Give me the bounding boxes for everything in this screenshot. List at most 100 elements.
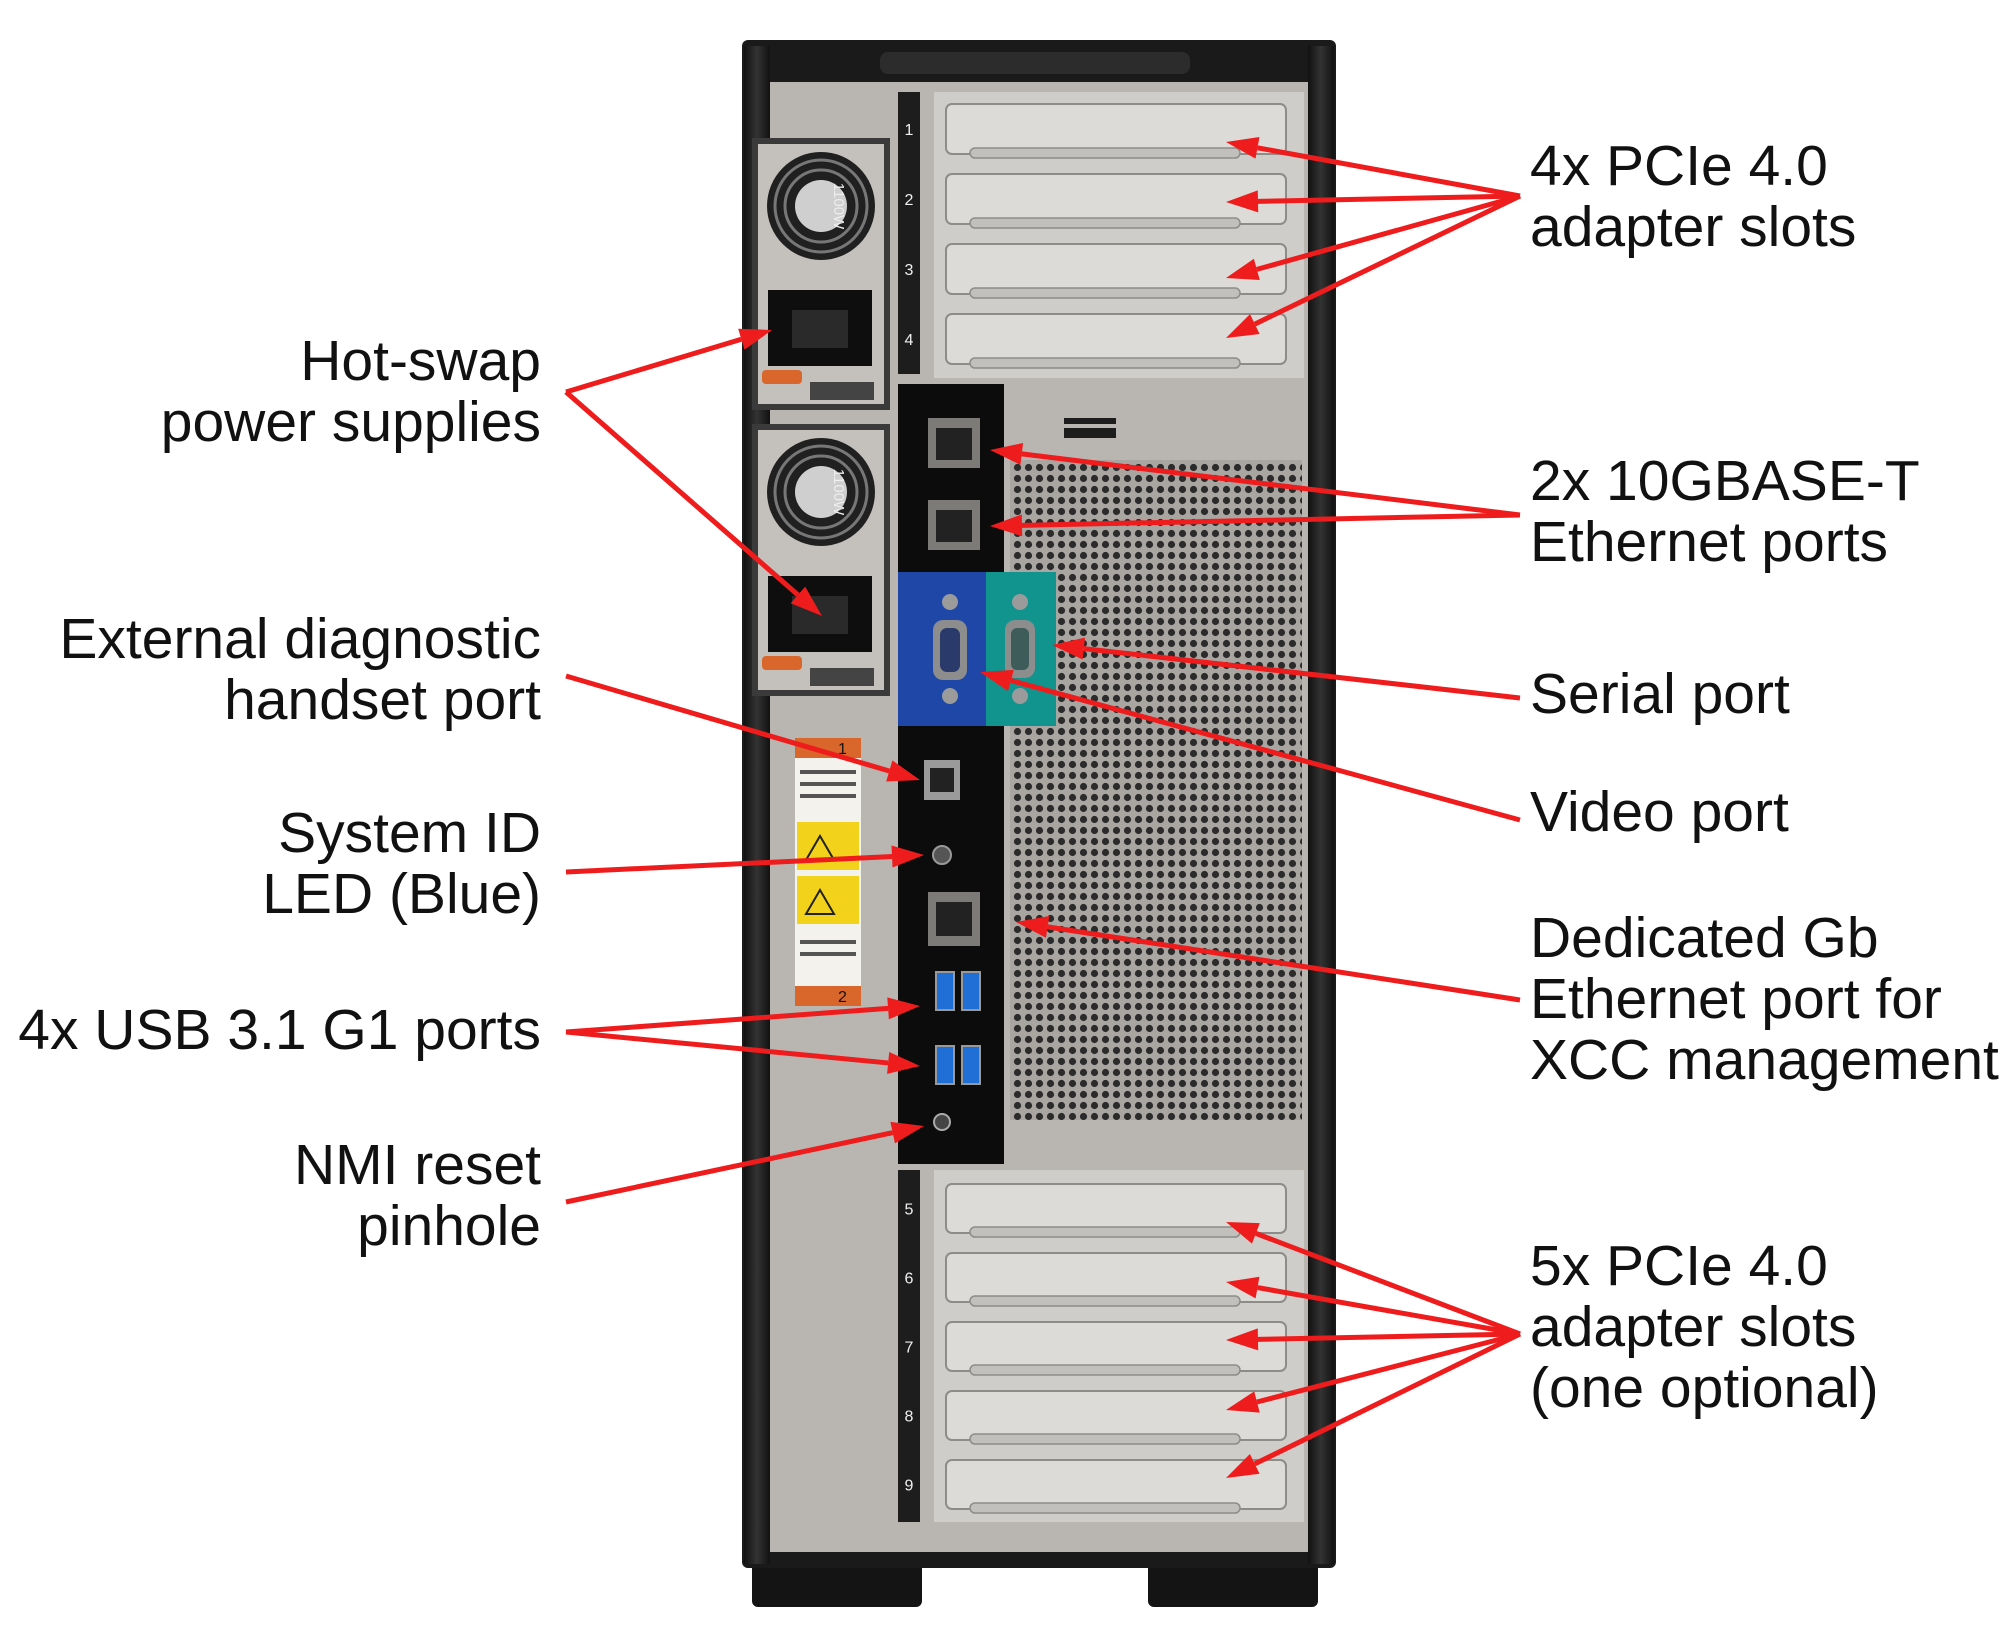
arrow-usb-2 bbox=[565, 1029, 920, 1074]
pcie-slot-1[interactable]: 1 bbox=[905, 103, 1287, 159]
arrow-serial bbox=[1052, 637, 1521, 701]
slot-number: 3 bbox=[905, 262, 914, 279]
arrow-pcie-bot-1 bbox=[1226, 1222, 1521, 1337]
label-usb-ports: 4x USB 3.1 G1 ports bbox=[18, 1000, 541, 1061]
label-line: Hot-swap bbox=[300, 329, 541, 393]
arrow-psu-2 bbox=[564, 390, 822, 616]
slot-number: 9 bbox=[905, 1478, 914, 1495]
vent-grille-top bbox=[1064, 428, 1116, 438]
ethernet-10g-port-1[interactable] bbox=[928, 418, 980, 468]
warning-sticker-2 bbox=[797, 876, 859, 924]
slot-number: 5 bbox=[905, 1202, 914, 1219]
label-pcie-slots-bottom: 5x PCIe 4.0 adapter slots (one optional) bbox=[1530, 1236, 1879, 1419]
slot-number: 2 bbox=[905, 192, 914, 209]
label-pcie-slots-top: 4x PCIe 4.0 adapter slots bbox=[1530, 136, 1856, 258]
usb-port-3[interactable] bbox=[935, 1045, 955, 1085]
arrow-pcie-top-3 bbox=[1226, 193, 1521, 280]
label-line: pinhole bbox=[357, 1194, 541, 1258]
io-module bbox=[898, 384, 1056, 1164]
slot-number: 4 bbox=[905, 332, 914, 349]
label-10gbase-t-ports: 2x 10GBASE-T Ethernet ports bbox=[1530, 451, 1920, 573]
foot-right bbox=[1148, 1562, 1318, 1607]
ethernet-10g-port-2[interactable] bbox=[928, 500, 980, 550]
arrow-pcie-bot-2 bbox=[1226, 1276, 1521, 1337]
label-line: adapter slots bbox=[1530, 195, 1857, 259]
system-id-led bbox=[932, 845, 952, 865]
arrow-system-id bbox=[565, 845, 924, 875]
psu-fan-1 bbox=[767, 152, 875, 260]
xcc-management-port[interactable] bbox=[928, 892, 980, 946]
label-line: Dedicated Gb bbox=[1530, 906, 1879, 970]
arrow-nmi bbox=[565, 1121, 924, 1205]
psu-release-latch-2[interactable] bbox=[762, 656, 802, 670]
serial-port[interactable] bbox=[986, 572, 1056, 726]
label-line: Ethernet ports bbox=[1530, 510, 1889, 574]
slot-number: 7 bbox=[905, 1340, 914, 1357]
top-handle bbox=[880, 52, 1190, 74]
label-external-diagnostic-handset-port: External diagnostic handset port bbox=[59, 609, 541, 731]
power-supply-2[interactable] bbox=[752, 424, 890, 696]
pcie-slot-3[interactable]: 3 bbox=[905, 243, 1287, 299]
arrow-diag-port bbox=[565, 673, 920, 782]
video-port[interactable] bbox=[898, 572, 986, 726]
pcie-slot-5[interactable]: 5 bbox=[905, 1183, 1287, 1238]
arrow-pcie-bot-5 bbox=[1226, 1331, 1522, 1478]
pcie-slot-9[interactable]: 9 bbox=[905, 1459, 1287, 1514]
arrow-pcie-top-1 bbox=[1226, 136, 1521, 199]
label-line: Video port bbox=[1530, 780, 1789, 844]
arrow-pcie-top-4 bbox=[1226, 193, 1522, 338]
label-line: (one optional) bbox=[1530, 1356, 1879, 1420]
pcie-slot-8[interactable]: 8 bbox=[905, 1390, 1287, 1445]
label-line: External diagnostic bbox=[59, 607, 541, 671]
label-line: LED (Blue) bbox=[262, 862, 541, 926]
psu-2-rating: 1100W bbox=[830, 469, 847, 516]
pcie-slot-2[interactable]: 2 bbox=[905, 173, 1287, 229]
diagnostic-handset-port[interactable] bbox=[924, 760, 960, 800]
arrow-xcc bbox=[1016, 916, 1521, 1003]
pcie-slot-7[interactable]: 7 bbox=[905, 1321, 1287, 1376]
label-line: 2x 10GBASE-T bbox=[1530, 449, 1920, 513]
label-line: Ethernet port for bbox=[1530, 967, 1942, 1031]
arrow-10g-1 bbox=[990, 442, 1521, 518]
label-line: power supplies bbox=[160, 390, 541, 454]
psu-1-rating: 1100W bbox=[830, 183, 847, 230]
pcie-slot-4[interactable]: 4 bbox=[905, 313, 1287, 369]
arrow-video bbox=[980, 669, 1521, 823]
label-xcc-management-port: Dedicated Gb Ethernet port for XCC manag… bbox=[1530, 908, 1999, 1091]
power-supply-1[interactable] bbox=[752, 138, 890, 410]
usb-port-4[interactable] bbox=[961, 1045, 981, 1085]
slot-number: 8 bbox=[905, 1409, 914, 1426]
arrow-usb-1 bbox=[565, 997, 920, 1035]
psu-bay-number-1: 1 bbox=[838, 741, 847, 758]
label-line: 5x PCIe 4.0 bbox=[1530, 1234, 1828, 1298]
label-line: 4x USB 3.1 G1 ports bbox=[18, 998, 541, 1062]
arrow-pcie-bot-4 bbox=[1226, 1331, 1521, 1413]
slot-number: 1 bbox=[905, 122, 914, 139]
usb-ports bbox=[935, 971, 981, 1085]
label-serial-port: Serial port bbox=[1530, 664, 1790, 725]
label-hot-swap-power-supplies: Hot-swap power supplies bbox=[161, 331, 541, 453]
pcie-slot-6[interactable]: 6 bbox=[905, 1252, 1287, 1307]
nmi-reset-pinhole[interactable] bbox=[933, 1113, 951, 1131]
label-line: Serial port bbox=[1530, 662, 1790, 726]
label-line: NMI reset bbox=[293, 1133, 541, 1197]
label-line: adapter slots bbox=[1530, 1295, 1857, 1359]
usb-port-2[interactable] bbox=[961, 971, 981, 1011]
psu-bay-number-2: 2 bbox=[838, 989, 847, 1006]
usb-port-1[interactable] bbox=[935, 971, 955, 1011]
label-line: XCC management bbox=[1530, 1028, 1999, 1092]
arrow-pcie-bot-3 bbox=[1226, 1328, 1521, 1351]
arrow-10g-2 bbox=[990, 512, 1521, 537]
arrow-pcie-top-2 bbox=[1226, 190, 1521, 213]
slot-number: 6 bbox=[905, 1271, 914, 1288]
label-video-port: Video port bbox=[1530, 782, 1789, 843]
label-line: System ID bbox=[278, 801, 541, 865]
psu-release-latch-1[interactable] bbox=[762, 370, 802, 384]
label-system-id-led: System ID LED (Blue) bbox=[262, 803, 541, 925]
foot-left bbox=[752, 1562, 922, 1607]
psu-fan-2 bbox=[767, 438, 875, 546]
callout-arrows bbox=[564, 136, 1522, 1478]
arrow-psu-1 bbox=[565, 328, 772, 395]
